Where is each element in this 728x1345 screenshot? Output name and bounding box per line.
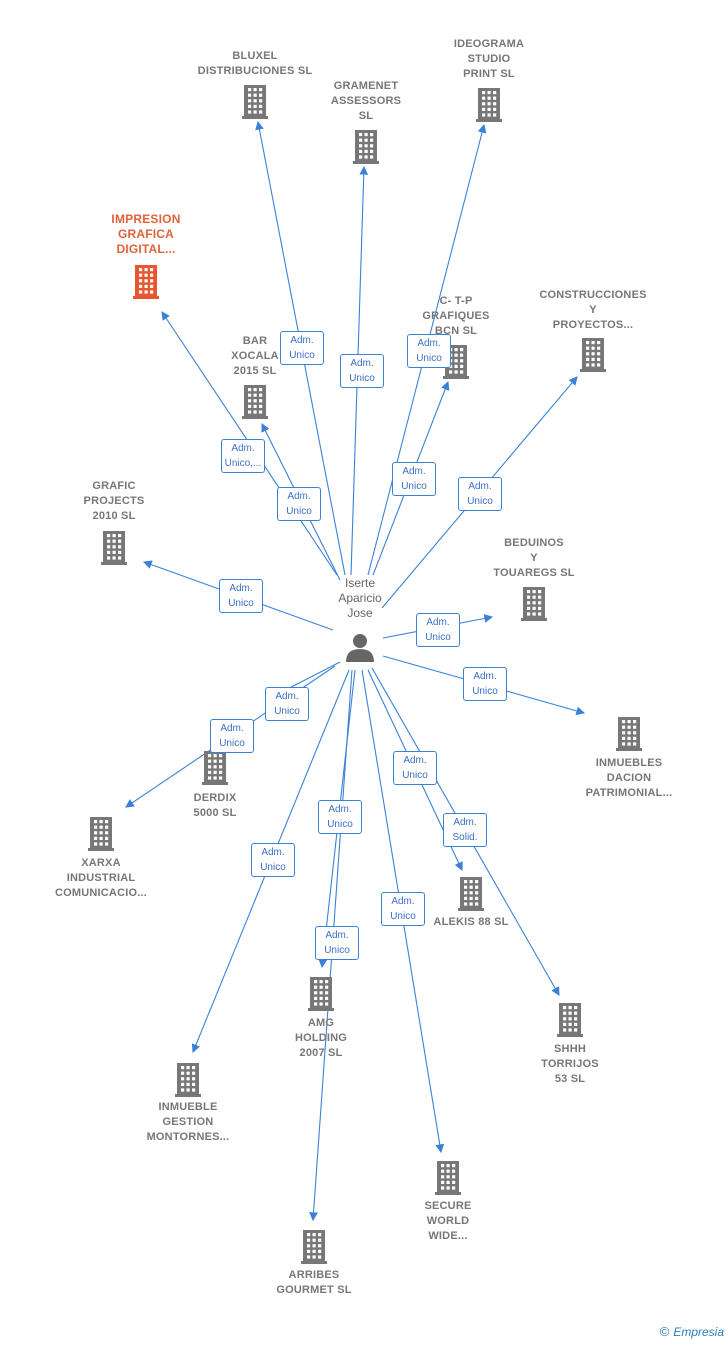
building-icon-alekis[interactable] bbox=[458, 877, 484, 911]
company-label-construcciones[interactable]: CONSTRUCCIONES Y PROYECTOS... bbox=[539, 289, 647, 331]
building-icon-bar[interactable] bbox=[242, 385, 268, 419]
company-label-xarxa[interactable]: XARXA INDUSTRIAL COMUNICACIO... bbox=[54, 857, 148, 899]
building-icon-secure[interactable] bbox=[435, 1161, 461, 1195]
relation-label-inmueble: Adm. Unico bbox=[251, 843, 295, 877]
building-icon-gramenet[interactable] bbox=[353, 130, 379, 164]
company-label-derdix[interactable]: DERDIX 5000 SL bbox=[193, 792, 237, 819]
building-icon-arribes[interactable] bbox=[301, 1230, 327, 1264]
building-icon-grafic[interactable] bbox=[101, 531, 127, 565]
company-label-arribes[interactable]: ARRIBES GOURMET SL bbox=[276, 1269, 352, 1296]
company-label-alekis[interactable]: ALEKIS 88 SL bbox=[433, 916, 509, 928]
building-icon-derdix[interactable] bbox=[202, 751, 228, 785]
building-icon-shhh[interactable] bbox=[557, 1003, 583, 1037]
copyright-icon: © bbox=[659, 1324, 670, 1339]
company-label-ideograma[interactable]: IDEOGRAMA STUDIO PRINT SL bbox=[453, 38, 525, 80]
company-label-grafic[interactable]: GRAFIC PROJECTS 2010 SL bbox=[83, 480, 145, 522]
relation-label-grafic: Adm. Unico bbox=[219, 579, 263, 613]
building-icon-impresion[interactable] bbox=[133, 265, 159, 299]
person-icon[interactable] bbox=[346, 634, 374, 662]
brand-name: Empresia bbox=[673, 1325, 724, 1339]
relation-label-bluxel: Adm. Unico bbox=[280, 331, 324, 365]
relation-label-xarxa: Adm. Unico bbox=[210, 719, 254, 753]
company-label-bar[interactable]: BAR XOCALA 2015 SL bbox=[231, 335, 279, 377]
relation-label-gramenet: Adm. Unico bbox=[340, 354, 384, 388]
building-icon-bluxel[interactable] bbox=[242, 85, 268, 119]
relation-label-amg: Adm. Unico bbox=[318, 800, 362, 834]
relation-label-ideograma: Adm. Unico bbox=[407, 334, 451, 368]
person-name[interactable]: Iserte Aparicio Jose bbox=[338, 576, 382, 620]
relation-label-bar: Adm. Unico bbox=[277, 487, 321, 521]
company-label-secure[interactable]: SECURE WORLD WIDE... bbox=[424, 1200, 472, 1242]
building-icon-xarxa[interactable] bbox=[88, 817, 114, 851]
company-label-bluxel[interactable]: BLUXEL DISTRIBUCIONES SL bbox=[197, 50, 313, 77]
relation-label-alekis: Adm. Unico bbox=[393, 751, 437, 785]
company-label-beduinos[interactable]: BEDUINOS Y TOUAREGS SL bbox=[493, 537, 575, 579]
company-label-ctp[interactable]: C- T-P GRAFIQUES BCN SL bbox=[422, 295, 490, 337]
building-icon-inmuebles[interactable] bbox=[616, 717, 642, 751]
relation-label-shhh: Adm. Solid. bbox=[443, 813, 487, 847]
relation-label-derdix: Adm. Unico bbox=[265, 687, 309, 721]
company-label-shhh[interactable]: SHHH TORRIJOS 53 SL bbox=[541, 1043, 599, 1085]
building-icon-amg[interactable] bbox=[308, 977, 334, 1011]
relation-label-ctp: Adm. Unico bbox=[392, 462, 436, 496]
relation-label-arribes: Adm. Unico bbox=[315, 926, 359, 960]
relation-label-construcciones: Adm. Unico bbox=[458, 477, 502, 511]
building-icon-beduinos[interactable] bbox=[521, 587, 547, 621]
company-label-amg[interactable]: AMG HOLDING 2007 SL bbox=[294, 1017, 348, 1059]
company-label-gramenet[interactable]: GRAMENET ASSESSORS SL bbox=[330, 80, 402, 122]
relation-label-beduinos: Adm. Unico bbox=[416, 613, 460, 647]
relation-label-impresion: Adm. Unico,... bbox=[221, 439, 265, 473]
company-label-inmuebles[interactable]: INMUEBLES DACION PATRIMONIAL... bbox=[585, 757, 673, 799]
building-icon-inmueble[interactable] bbox=[175, 1063, 201, 1097]
building-icon-construcciones[interactable] bbox=[580, 338, 606, 372]
building-icon-ideograma[interactable] bbox=[476, 88, 502, 122]
relation-label-inmuebles: Adm. Unico bbox=[463, 667, 507, 701]
relation-label-secure: Adm. Unico bbox=[381, 892, 425, 926]
company-label-impresion[interactable]: IMPRESION GRAFICA DIGITAL... bbox=[111, 212, 181, 256]
company-label-inmueble[interactable]: INMUEBLE GESTION MONTORNES... bbox=[146, 1101, 230, 1143]
footer-brand: ©Empresia bbox=[660, 1324, 724, 1339]
